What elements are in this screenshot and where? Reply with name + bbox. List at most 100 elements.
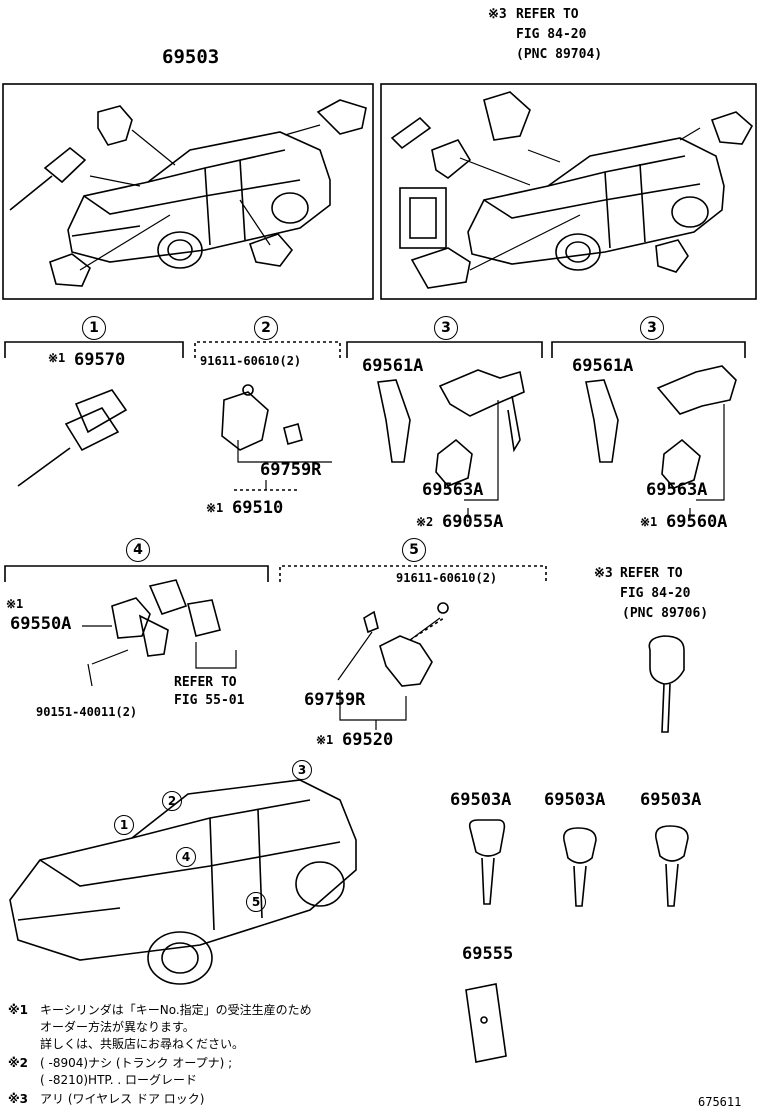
part-label-69555: 69555 <box>462 944 514 964</box>
car-sketch-right <box>467 137 725 271</box>
wireless-part-5 <box>410 247 471 289</box>
gasket-part <box>148 579 188 615</box>
wireless-key <box>648 635 685 733</box>
part-label-key-1: 69503A <box>450 790 512 810</box>
section-number-5: 5 <box>402 538 426 562</box>
car-callout-2: 2 <box>162 791 182 811</box>
key-blank-1 <box>468 819 506 905</box>
note-2-mark: ※2 <box>8 1056 29 1070</box>
note-1-line2: オーダー方法が異なります。 <box>40 1020 195 1034</box>
lock-cylinder-69570 <box>17 389 128 487</box>
part-label-69510: 69510 <box>232 498 284 518</box>
lever-69561a-left <box>377 379 411 463</box>
pad-69563a-right <box>661 438 701 489</box>
part-label-69503: 69503 <box>162 46 220 68</box>
s3a-mark: ※2 <box>416 515 434 529</box>
lever-69561a-right <box>585 379 619 463</box>
key-blank-3 <box>654 825 689 907</box>
ref-note-line3: (PNC 89704) <box>516 47 603 62</box>
part-label-s3a-69561a: 69561A <box>362 356 424 376</box>
panel-wireless-frame <box>380 83 757 300</box>
door-lock-part <box>316 99 367 135</box>
wireless-part-2 <box>431 139 472 179</box>
car-sketch-bottom <box>9 779 357 985</box>
section-number-1: 1 <box>82 316 106 340</box>
ref-note-mark: ※3 <box>488 7 507 22</box>
glove-lock-part <box>49 253 91 287</box>
key-plate-69555 <box>465 983 507 1063</box>
part-label-s2-bolt: 91611-60610(2) <box>200 354 302 368</box>
car-callout-4: 4 <box>176 847 196 867</box>
s6-ref-line2: FIG 84-20 <box>620 586 691 601</box>
section-number-3b: 3 <box>640 316 664 340</box>
key-blank-2 <box>562 827 597 907</box>
part-label-s3b-69561a: 69561A <box>572 356 634 376</box>
part-label-69560a: 69560A <box>666 512 728 532</box>
s1-mark: ※1 <box>48 351 66 365</box>
part-label-69055a: 69055A <box>442 512 504 532</box>
ref-note-line1: REFER TO <box>516 7 579 22</box>
lock-cylinder-69560a <box>656 365 737 415</box>
car-callout-1: 1 <box>114 815 134 835</box>
panel-69503-frame <box>2 83 374 300</box>
part-label-69570: 69570 <box>74 350 126 370</box>
bracket-section-4 <box>4 565 269 582</box>
bracket-section-2 <box>194 341 341 358</box>
part-label-s2-69759r: 69759R <box>260 460 322 480</box>
car-callout-5: 5 <box>246 892 266 912</box>
car-callout-3: 3 <box>292 760 312 780</box>
lock-69550a <box>111 597 151 639</box>
s4-ref-line2: FIG 55-01 <box>174 693 245 708</box>
receiver-unit <box>399 187 447 249</box>
wireless-part-6 <box>655 239 689 273</box>
section-number-4: 4 <box>126 538 150 562</box>
s4-ref-line1: REFER TO <box>174 675 237 690</box>
s6-mark: ※3 <box>594 566 613 581</box>
part-label-69520: 69520 <box>342 730 394 750</box>
s6-ref-line1: REFER TO <box>620 566 683 581</box>
lock-cylinder-69055a <box>438 369 525 417</box>
s5-mark: ※1 <box>316 733 334 747</box>
ref-note-line2: FIG 84-20 <box>516 27 587 42</box>
bracket-section-3b <box>551 341 746 358</box>
wireless-part-4 <box>710 111 754 145</box>
part-label-s5-69759r: 69759R <box>304 690 366 710</box>
diagram-id: 675611 <box>698 1095 742 1109</box>
part-label-s5-bolt: 91611-60610(2) <box>396 571 498 585</box>
bracket-section-5 <box>279 565 547 582</box>
part-label-s3a-69563a: 69563A <box>422 480 484 500</box>
part-label-key-3: 69503A <box>640 790 702 810</box>
note-1-line3: 詳しくは、共販店にお尋ねください。 <box>40 1037 245 1051</box>
s4-mark: ※1 <box>6 597 24 611</box>
part-label-s3b-69563a: 69563A <box>646 480 708 500</box>
fuel-lid-part <box>248 233 294 267</box>
bracket-section-1 <box>4 341 184 358</box>
note-1-mark: ※1 <box>8 1003 29 1017</box>
note-3-mark: ※3 <box>8 1092 29 1106</box>
pad-69563a-left <box>435 438 473 487</box>
clip-part <box>187 599 221 637</box>
note-1-line1: キーシリンダは「キーNo.指定」の受注生産のため <box>40 1003 312 1017</box>
section-number-2: 2 <box>254 316 278 340</box>
s3b-mark: ※1 <box>640 515 658 529</box>
bracket-section-3a <box>346 341 543 358</box>
s6-ref-line3: (PNC 89706) <box>622 606 709 621</box>
clip-69759r <box>283 423 303 445</box>
note-2-line2: ( -8210)HTP. . ローグレード <box>40 1073 198 1087</box>
part-label-key-2: 69503A <box>544 790 606 810</box>
car-sketch-left <box>67 131 331 269</box>
wireless-key-1 <box>390 116 432 150</box>
section-number-3a: 3 <box>434 316 458 340</box>
note-3-line1: アリ (ワイヤレス ドア ロック) <box>40 1092 205 1106</box>
part-label-69550a: 69550A <box>10 614 72 634</box>
lock-assembly-69510 <box>221 391 269 451</box>
note-2-line1: ( -8904)ナシ (トランク オープナ) ; <box>40 1056 233 1070</box>
lock-cylinder-ignition <box>9 146 87 211</box>
part-label-s4-screw: 90151-40011(2) <box>36 705 138 719</box>
trunk-lock-part <box>97 105 133 146</box>
wireless-part-3 <box>483 91 531 141</box>
lock-69520 <box>379 635 433 687</box>
clip-69759r-s5 <box>363 610 379 634</box>
s2-mark: ※1 <box>206 501 224 515</box>
